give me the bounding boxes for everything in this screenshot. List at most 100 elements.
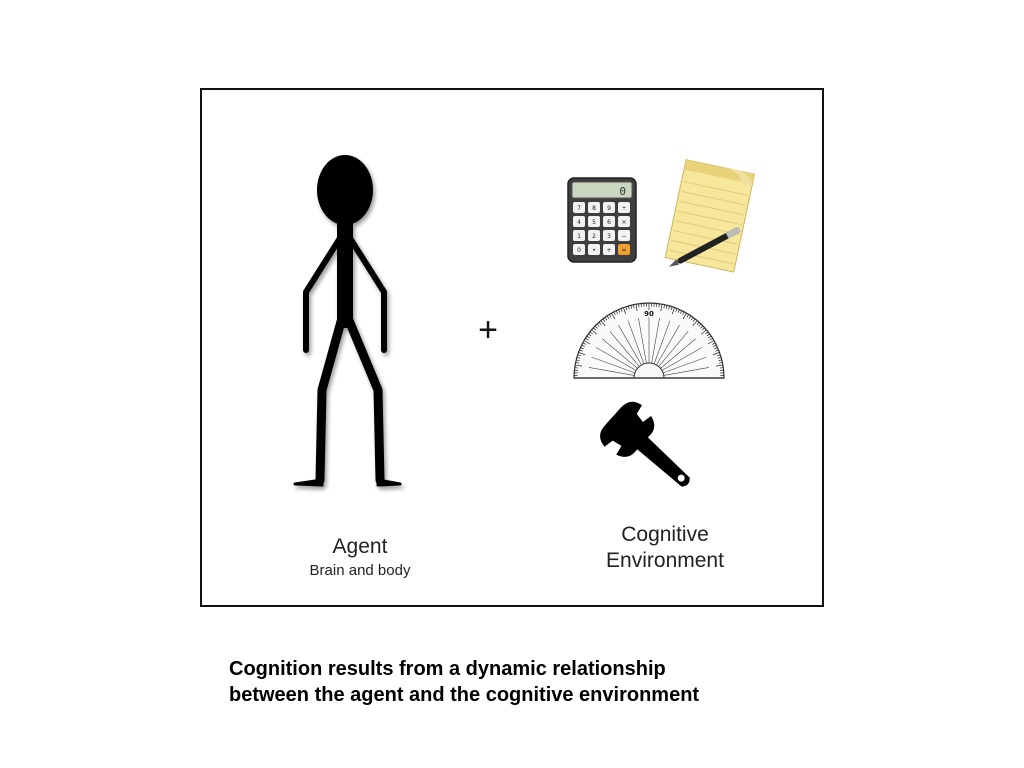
protractor-tick: [627, 305, 630, 310]
calculator-key-label: 1: [577, 233, 581, 240]
calculator-display: 0: [619, 185, 626, 198]
protractor-ray: [658, 331, 689, 367]
protractor-tick: [596, 323, 600, 327]
protractor-ray: [653, 320, 671, 365]
protractor-tick: [583, 340, 591, 345]
protractor-tick: [668, 305, 671, 310]
protractor-tick: [713, 344, 717, 347]
protractor-tick: [677, 309, 680, 313]
calculator-key-label: 7: [577, 205, 581, 212]
protractor-tick: [680, 310, 683, 314]
protractor-ray: [660, 338, 696, 369]
protractor-tick: [615, 310, 618, 314]
calculator-key-label: −: [621, 233, 626, 240]
calculator-key: [588, 202, 600, 213]
diagram-frame: [200, 88, 824, 607]
protractor-tick: [575, 362, 580, 364]
protractor-tick: [586, 335, 590, 339]
caption-line1: Cognition results from a dynamic relatio…: [229, 658, 666, 680]
protractor-ray: [591, 356, 636, 374]
protractor-tick: [718, 362, 723, 364]
protractor-tick: [633, 304, 635, 309]
protractor-tick: [620, 308, 623, 312]
calculator-key-label: 2: [592, 233, 596, 240]
agent-sublabel: Brain and body: [309, 562, 411, 579]
protractor-tick: [692, 320, 698, 327]
calculator-key: [618, 202, 630, 213]
protractor-tick: [715, 349, 719, 352]
calculator-key-label: 9: [607, 205, 611, 212]
protractor-tick: [718, 359, 722, 362]
protractor-tick: [698, 323, 702, 327]
protractor-tick: [613, 311, 616, 316]
protractor-tick: [665, 305, 668, 309]
calculator-key: [603, 230, 615, 241]
protractor-tick: [700, 325, 704, 329]
protractor-tick: [611, 312, 616, 320]
calculator-key: [588, 230, 600, 241]
calculator-key: [573, 230, 585, 241]
protractor-tick: [717, 356, 722, 359]
calculator-key-label: ÷: [621, 205, 626, 212]
protractor-tick: [606, 315, 610, 319]
protractor-ray: [638, 317, 647, 364]
protractor-tick: [581, 344, 585, 347]
protractor-tick: [692, 318, 696, 322]
protractor-tick: [707, 340, 715, 345]
protractor-tick: [682, 311, 685, 316]
protractor-tick: [576, 359, 580, 362]
protractor-tick: [708, 335, 712, 339]
protractor-tick: [716, 354, 721, 357]
calculator-key: [603, 202, 615, 213]
protractor-tick: [663, 304, 665, 309]
protractor-ray: [588, 367, 635, 376]
calculator-key-label: 0: [577, 247, 581, 254]
protractor-tick: [582, 342, 587, 345]
calculator-key: [618, 216, 630, 227]
stick-figure-icon: [293, 155, 402, 487]
calculator-key: [603, 216, 615, 227]
protractor-tick: [579, 349, 583, 352]
protractor-tick: [591, 329, 598, 335]
protractor-tick: [585, 337, 589, 341]
calculator-key-label: =: [621, 247, 626, 254]
protractor-ray: [602, 338, 638, 369]
protractor-tick: [711, 342, 716, 345]
protractor-tick: [618, 309, 621, 313]
calculator-key: [618, 230, 630, 241]
protractor-tick: [602, 318, 606, 322]
protractor-tick: [578, 352, 586, 356]
calculator-key-label: ×: [621, 219, 626, 226]
calculator-key-label: 5: [592, 219, 596, 226]
calculator-key-label: 6: [607, 219, 611, 226]
protractor-ray: [609, 331, 640, 367]
protractor-tick: [671, 307, 675, 315]
protractor-tick: [623, 307, 627, 315]
protractor-ray: [656, 325, 680, 366]
protractor-tick: [600, 320, 606, 327]
calculator-key-label: 3: [607, 233, 611, 240]
calculator-key: [573, 216, 585, 227]
caption: Cognition results from a dynamic relatio…: [229, 656, 849, 708]
protractor-ray: [627, 320, 645, 365]
protractor-tick: [670, 306, 673, 311]
protractor-tick: [705, 331, 709, 335]
protractor-tick: [625, 306, 628, 311]
protractor-tick: [594, 325, 598, 329]
wrench-icon: [600, 401, 690, 487]
protractor-icon: 90: [573, 302, 725, 379]
protractor-tick: [589, 331, 593, 335]
calculator-key: [573, 202, 585, 213]
calculator-key-label: •: [592, 247, 596, 254]
caption-line2: between the agent and the cognitive envi…: [229, 684, 700, 706]
protractor-tick: [686, 314, 690, 318]
protractor-tick: [660, 304, 663, 312]
protractor-top-mark: 90: [644, 310, 654, 318]
protractor-tick: [706, 333, 710, 337]
protractor-tick: [575, 364, 583, 367]
protractor-tick: [696, 322, 700, 326]
calculator-key: [588, 244, 600, 255]
calculator-key: [588, 216, 600, 227]
protractor-tick: [688, 315, 692, 319]
protractor-tick: [709, 337, 713, 341]
